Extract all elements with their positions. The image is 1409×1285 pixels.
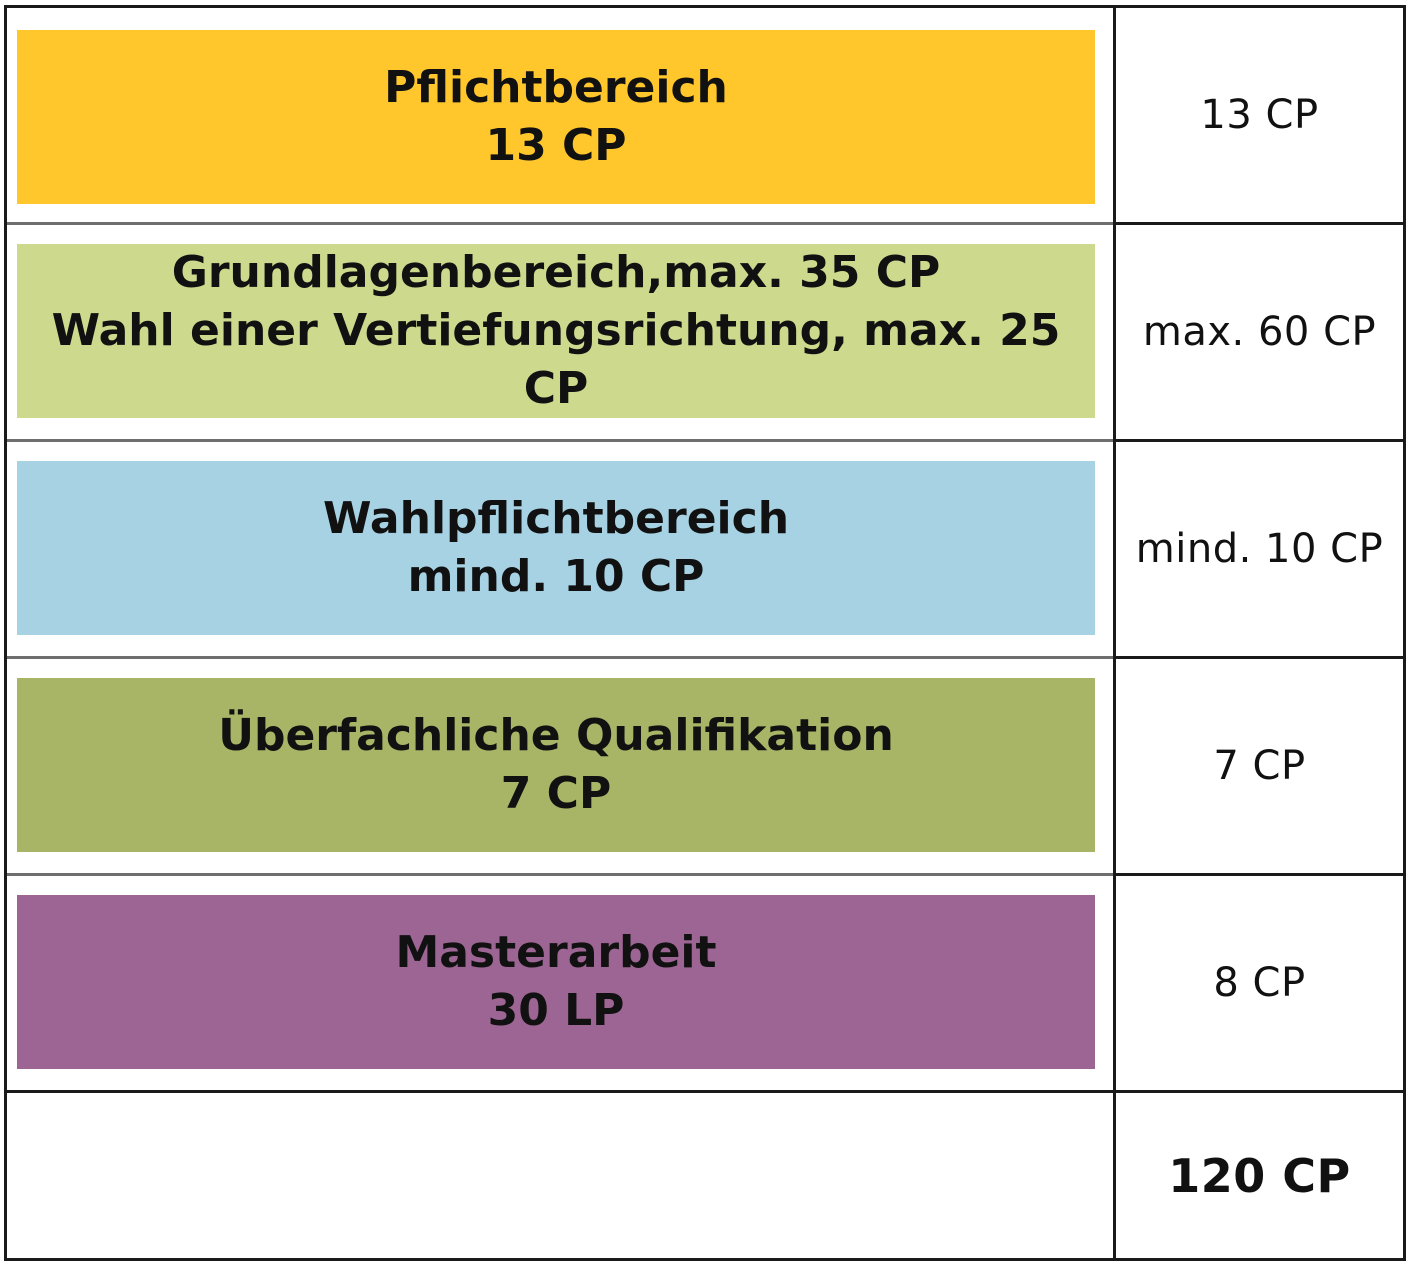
grundlagenbereich-block: Grundlagenbereich,max. 35 CP Wahl einer … (17, 244, 1095, 418)
block-title: Pflichtbereich (384, 62, 728, 113)
row-separator (7, 8, 1113, 225)
pflichtbereich-block: Pflichtbereich 13 CP (17, 30, 1095, 204)
masterarbeit-block: Masterarbeit 30 LP (17, 895, 1095, 1069)
wahlpflichtbereich-block: Wahlpflichtbereich mind. 10 CP (17, 461, 1095, 635)
block-title: Überfachliche Qualifikation (218, 710, 894, 761)
right-row-separator (1116, 439, 1403, 442)
row-separator (7, 659, 1113, 876)
block-credits: 13 CP (485, 120, 627, 171)
block-credits: 30 LP (487, 985, 625, 1036)
block-title: Wahlpflichtbereich (322, 493, 790, 544)
row-separator (7, 876, 1113, 1093)
credits-cell: 8 CP (1213, 960, 1306, 1006)
credits-cell: 7 CP (1213, 743, 1306, 789)
block-credits: 7 CP (500, 768, 612, 819)
credits-cell: max. 60 CP (1142, 309, 1377, 355)
block-title: Grundlagenbereich,max. 35 CP (171, 247, 941, 298)
block-title: Masterarbeit (395, 927, 717, 978)
ueberfachliche-qualifikation-block: Überfachliche Qualifikation 7 CP (17, 678, 1095, 852)
credits-cell: 13 CP (1200, 92, 1319, 138)
total-credits-cell: 120 CP (1168, 1148, 1351, 1203)
column-divider (1113, 8, 1116, 1258)
right-row-separator (1116, 873, 1403, 876)
block-credits: mind. 10 CP (407, 551, 705, 602)
credit-structure-table: Pflichtbereich 13 CP 13 CP Grundlagenber… (4, 5, 1406, 1261)
credits-cell: mind. 10 CP (1135, 526, 1384, 572)
block-credits: Wahl einer Vertiefungsrichtung, max. 25 … (51, 305, 1061, 414)
right-row-separator (1116, 656, 1403, 659)
row-separator (7, 442, 1113, 659)
row-separator (7, 225, 1113, 442)
right-row-separator (1116, 1090, 1403, 1093)
right-row-separator (1116, 222, 1403, 225)
